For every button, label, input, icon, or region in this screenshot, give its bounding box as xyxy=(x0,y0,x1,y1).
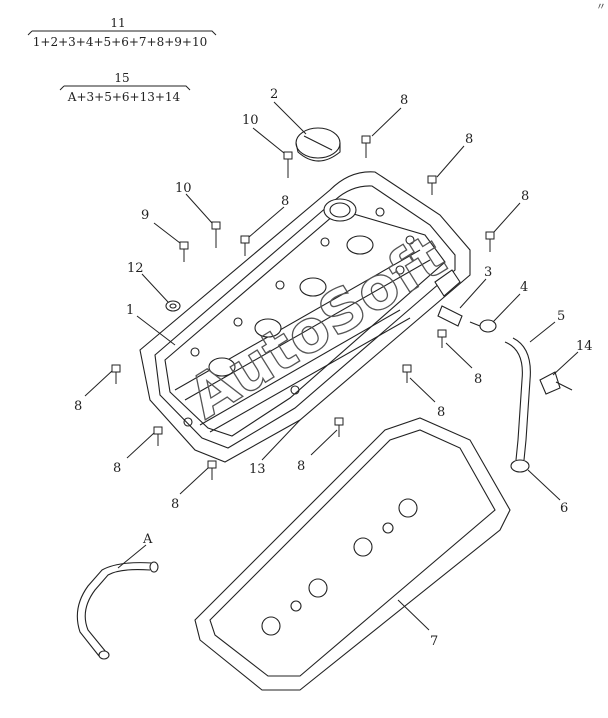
callout-13: 13 xyxy=(249,462,266,477)
callout-8: 8 xyxy=(297,459,305,474)
breather-hose xyxy=(504,337,531,461)
callout-7: 7 xyxy=(430,634,438,649)
callout-a: A xyxy=(142,532,153,547)
callout-8: 8 xyxy=(171,497,179,512)
bolt-icon xyxy=(402,364,412,383)
callout-12: 12 xyxy=(127,261,144,276)
cover-hole-4 xyxy=(308,578,328,598)
cover-hole-3 xyxy=(353,537,373,557)
group-11-header: 11 1+2+3+4+5+6+7+8+9+10 xyxy=(27,16,217,49)
group-11-formula: 1+2+3+4+5+6+7+8+9+10 xyxy=(33,35,207,49)
callout-3: 3 xyxy=(484,265,492,280)
hose-clip xyxy=(539,371,573,395)
leader-lines xyxy=(84,101,579,631)
callout-8: 8 xyxy=(465,132,473,147)
group-15-underline xyxy=(64,85,191,91)
callout-4: 4 xyxy=(520,280,528,295)
group-11-underline-left xyxy=(27,30,33,36)
callout-1: 1 xyxy=(126,303,134,318)
bolt-icon xyxy=(427,175,437,195)
callout-8: 8 xyxy=(113,461,121,476)
hose-clamp-lower xyxy=(510,459,530,473)
bolts xyxy=(111,135,495,480)
pcv-connector xyxy=(437,305,463,327)
callout-9: 9 xyxy=(141,208,149,223)
tube-opening-3 xyxy=(254,318,282,338)
bolt-icon xyxy=(240,235,250,256)
cover-hole-5 xyxy=(290,600,302,612)
bolt-icon xyxy=(211,221,221,248)
callout-14: 14 xyxy=(576,339,593,354)
bolt-icon xyxy=(485,231,495,252)
callout-6: 6 xyxy=(560,501,568,516)
oil-filler-neck xyxy=(323,198,357,222)
breather-outlet xyxy=(434,269,461,297)
bolt-icon xyxy=(153,426,163,446)
group-15-number: 15 xyxy=(114,71,129,85)
cover-hole-1 xyxy=(398,498,418,518)
callout-8: 8 xyxy=(521,189,529,204)
callout-8: 8 xyxy=(474,372,482,387)
bolt-icon xyxy=(179,241,189,262)
hose-clamp-upper xyxy=(469,319,497,333)
callout-5: 5 xyxy=(557,309,565,324)
group-15-formula: A+3+5+6+13+14 xyxy=(67,90,181,104)
tube-opening-1 xyxy=(346,235,374,255)
bolt-icon xyxy=(283,151,293,178)
callout-2: 2 xyxy=(270,87,278,102)
callout-8: 8 xyxy=(437,405,445,420)
seal-washer xyxy=(165,300,181,312)
group-15-header: 15 A+3+5+6+13+14 xyxy=(59,71,191,104)
oil-filler-cap xyxy=(295,127,341,162)
bolt-icon xyxy=(111,364,121,384)
callout-8: 8 xyxy=(74,399,82,414)
callout-10: 10 xyxy=(175,181,192,196)
callout-labels: 2 8 10 8 8 10 8 9 12 1 3 4 5 14 8 8 8 8 … xyxy=(74,87,593,649)
bolt-icon xyxy=(207,460,217,480)
group-11-underline xyxy=(32,30,217,36)
cover-hole-2 xyxy=(382,522,394,534)
valve-cover xyxy=(139,171,471,463)
callout-10: 10 xyxy=(242,113,259,128)
tube-opening-4 xyxy=(208,357,236,377)
bolt-icon xyxy=(334,417,344,437)
group-15-underline-left xyxy=(59,85,65,91)
vent-hose-a xyxy=(76,561,159,660)
cover-hole-6 xyxy=(261,616,281,636)
corner-mark: 〃 xyxy=(596,2,606,13)
tube-opening-2 xyxy=(299,277,327,297)
bolt-icon xyxy=(437,329,447,348)
lower-cover xyxy=(194,417,511,691)
group-11-number: 11 xyxy=(110,16,125,30)
bolt-icon xyxy=(361,135,371,158)
callout-8: 8 xyxy=(281,194,289,209)
callout-8: 8 xyxy=(400,93,408,108)
